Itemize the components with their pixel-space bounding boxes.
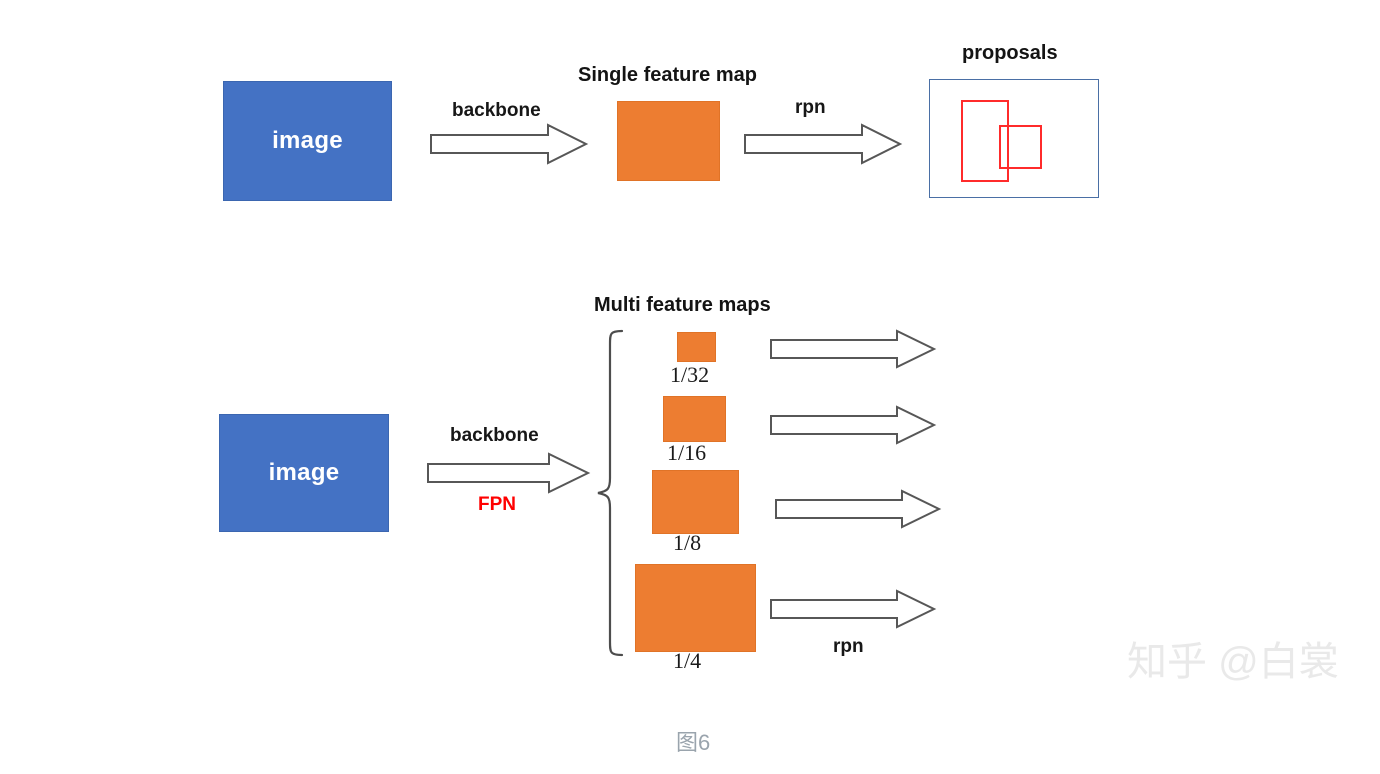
- rpn-arrow-level-1-4: [770, 589, 937, 629]
- multi-scale-backbone-label: backbone: [450, 425, 539, 446]
- feature-map-level-1-4-label: 1/4: [673, 648, 702, 673]
- multi-scale-rpn-label: rpn: [833, 636, 864, 657]
- feature-map-level-1-16-label: 1/16: [667, 440, 707, 465]
- proposals-title: proposals: [962, 42, 1058, 64]
- single-scale-input-image: image: [223, 81, 392, 201]
- rpn-arrow-level-1-8: [775, 489, 942, 529]
- feature-map-level-1-16: [663, 396, 726, 442]
- feature-map-level-1-4: [635, 564, 756, 652]
- single-scale-rpn-arrow: [744, 123, 903, 165]
- single-feature-map-title: Single feature map: [578, 64, 757, 86]
- rpn-arrow-level-1-32: [770, 329, 937, 369]
- multi-feature-maps-title: Multi feature maps: [594, 294, 771, 316]
- single-scale-backbone-arrow: [430, 123, 589, 165]
- proposal-box-2: [999, 125, 1042, 169]
- proposal-box-1: [961, 100, 1009, 182]
- proposals-frame: [929, 79, 1099, 198]
- single-feature-map-block: [617, 101, 720, 181]
- feature-map-level-1-32-label: 1/32: [670, 362, 710, 387]
- rpn-arrow-level-1-16: [770, 405, 937, 445]
- multi-scale-backbone-arrow: [427, 452, 591, 494]
- figure-caption: 图6: [676, 730, 711, 755]
- feature-pyramid-brace: [596, 328, 626, 658]
- zhihu-watermark: 知乎 @白裳: [1127, 640, 1339, 684]
- multi-scale-input-image: image: [219, 414, 389, 532]
- single-scale-input-image-label: image: [272, 127, 343, 154]
- feature-map-level-1-8-label: 1/8: [673, 530, 702, 555]
- single-scale-rpn-label: rpn: [795, 97, 826, 118]
- feature-map-level-1-8: [652, 470, 739, 534]
- fpn-label: FPN: [478, 494, 516, 515]
- single-scale-backbone-label: backbone: [452, 100, 541, 121]
- multi-scale-input-image-label: image: [268, 459, 340, 486]
- feature-map-level-1-32: [677, 332, 716, 362]
